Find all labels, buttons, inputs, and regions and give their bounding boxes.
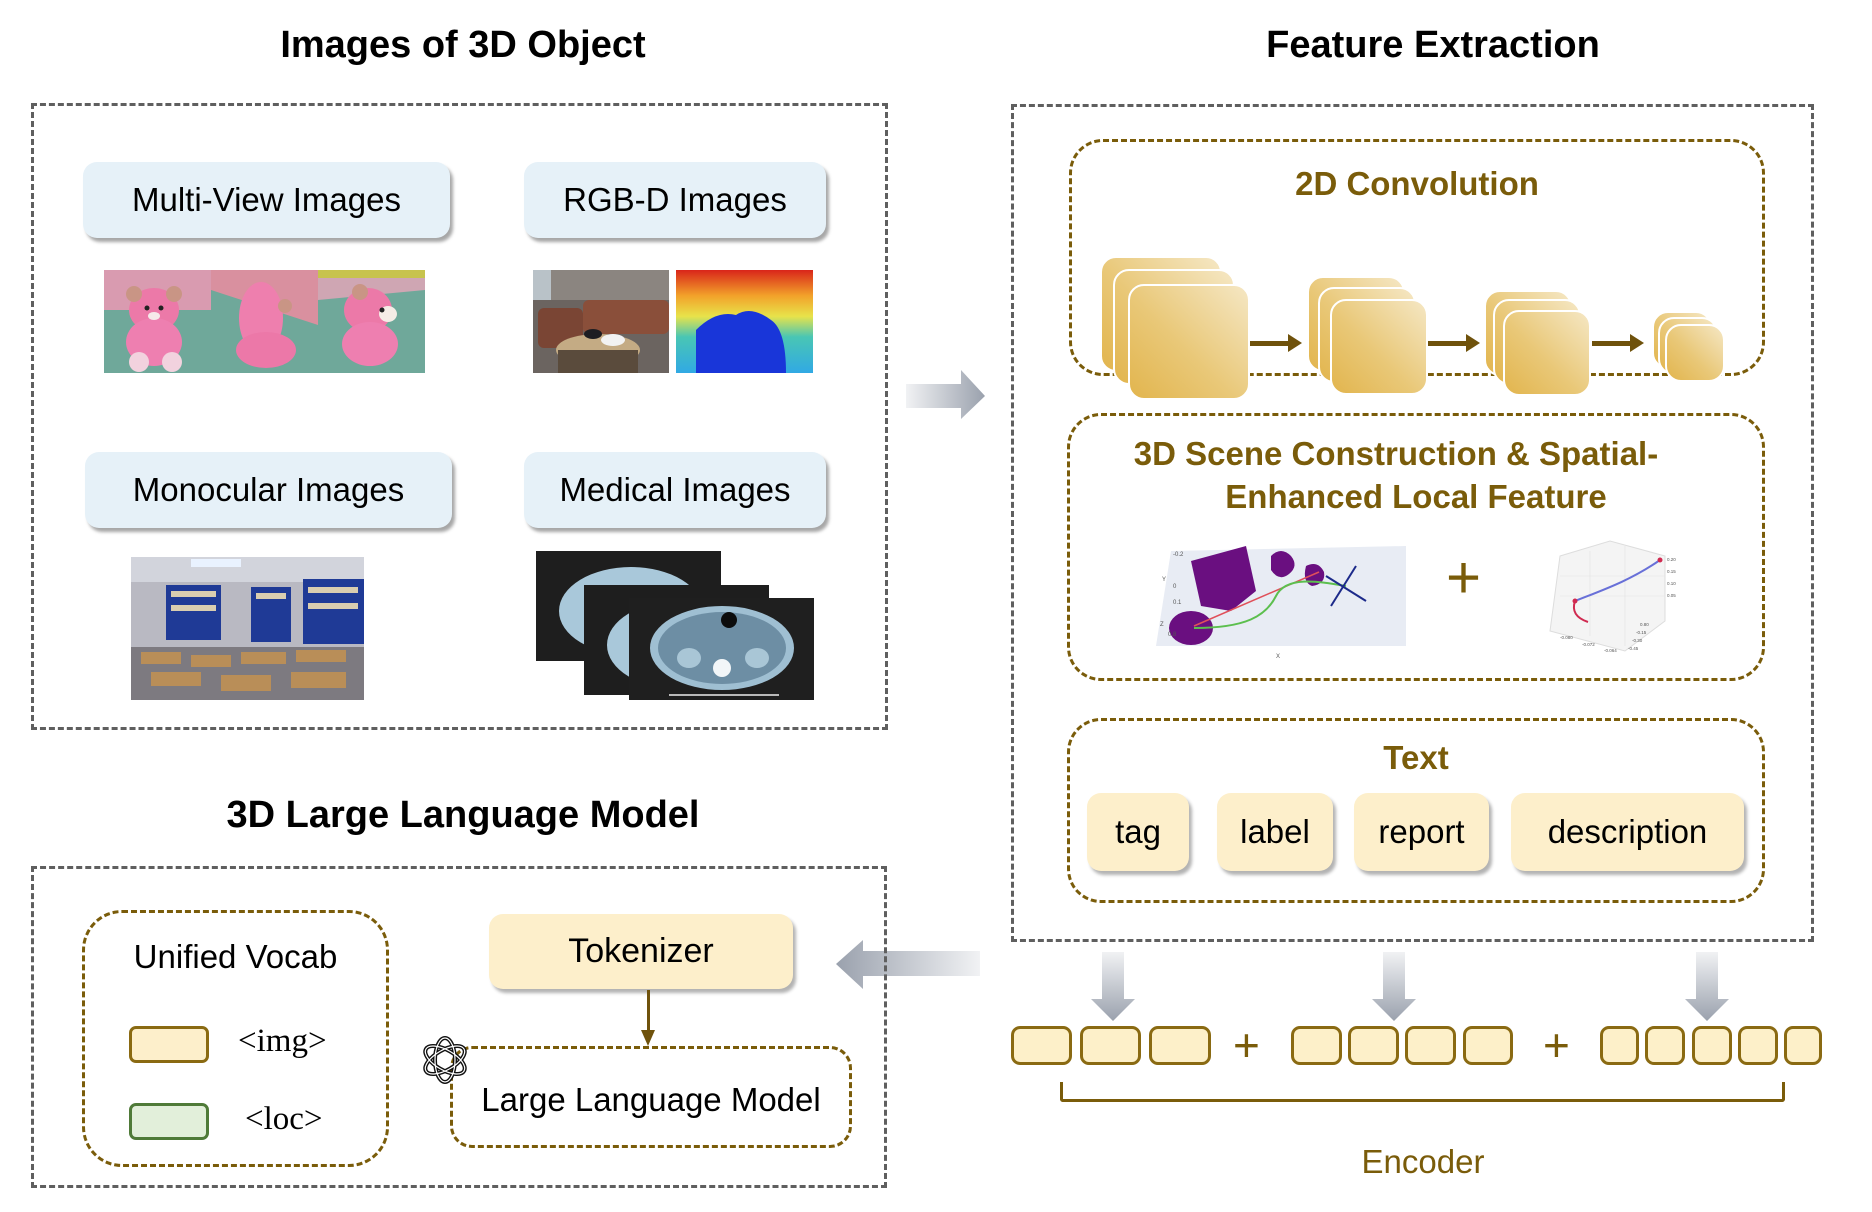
scene-plot1-axis-label: Y xyxy=(1162,577,1166,583)
encoder-token xyxy=(1080,1026,1141,1065)
encoder-token xyxy=(1692,1026,1732,1065)
left-arrow-icon xyxy=(836,940,980,989)
conv-arrow-icon xyxy=(1250,334,1302,352)
rgb-room-image xyxy=(533,270,669,373)
text-chip-report: report xyxy=(1354,793,1489,871)
encoder-token xyxy=(1600,1026,1639,1065)
monocular-label: Monocular Images xyxy=(85,452,452,528)
text-chip-description: description xyxy=(1511,793,1744,871)
img-token-swatch xyxy=(129,1026,209,1063)
tokenizer-box: Tokenizer xyxy=(489,914,793,989)
scene-plot1-tick: 0 xyxy=(1173,584,1177,590)
scene-3d-plot: -0.2 0 0.1 0.8 Y Z X xyxy=(1156,546,1406,660)
depth-map-image xyxy=(676,270,813,373)
unified-vocab-title: Unified Vocab xyxy=(133,938,338,975)
scene-plot1-tick: -0.2 xyxy=(1173,552,1184,558)
feature-map xyxy=(1330,299,1428,395)
scene-plot2-tick: -0.064 xyxy=(1604,648,1617,653)
scene-plot2-tick: -0.072 xyxy=(1582,642,1595,647)
conv-arrow-icon xyxy=(1428,334,1480,352)
down-arrow-icon xyxy=(1685,952,1729,1021)
llm-panel xyxy=(31,866,887,1188)
ct-slice xyxy=(629,598,814,700)
loc-token-swatch xyxy=(129,1103,209,1140)
medical-label: Medical Images xyxy=(524,452,826,528)
llm-model-box xyxy=(450,1046,852,1148)
scene-plot2-tick: 0.20 xyxy=(1667,557,1676,562)
feature-extraction-panel xyxy=(1011,104,1814,942)
encoder-token xyxy=(1784,1026,1822,1065)
tokenizer-arrow-head-icon xyxy=(641,1030,655,1046)
scene-plot2-tick: -0.45 xyxy=(1628,646,1639,651)
tokenizer-arrow-shaft xyxy=(647,990,650,1032)
text-panel xyxy=(1067,718,1765,903)
rgbd-label: RGB-D Images xyxy=(524,162,826,238)
text-chip-tag: tag xyxy=(1087,793,1189,871)
text-title: Text xyxy=(1383,739,1449,776)
scene-title-line2: Enhanced Local Feature xyxy=(1225,477,1607,515)
scene-plot1-axis-label: X xyxy=(1276,654,1280,660)
conv-title: 2D Convolution xyxy=(1295,165,1539,202)
images-panel xyxy=(31,103,888,730)
scene-plot2-tick: -0.080 xyxy=(1560,635,1573,640)
scene-plot1-axis-label: Z xyxy=(1160,622,1164,628)
trajectory-3d-plot: 0.20 0.15 0.10 0.05 -0.080 -0.072 -0.064… xyxy=(1549,540,1676,653)
scene-plot2-tick: 0.10 xyxy=(1667,581,1676,586)
openai-logo-icon xyxy=(423,1036,467,1084)
conv-arrow-icon xyxy=(1592,334,1644,352)
feature-map xyxy=(1503,310,1591,396)
right-arrow-icon xyxy=(906,370,985,419)
unified-vocab-panel xyxy=(82,910,389,1167)
encoder-token xyxy=(1645,1026,1685,1065)
scene-plot2-tick: 0.15 xyxy=(1667,569,1676,574)
encoder-token xyxy=(1405,1026,1456,1065)
scene-panel xyxy=(1067,413,1765,681)
scene-plot2-tick: -0.30 xyxy=(1632,638,1643,643)
feature-map xyxy=(1128,284,1250,400)
images-section-title: Images of 3D Object xyxy=(280,24,646,66)
encoder-label: Encoder xyxy=(1361,1143,1485,1180)
encoder-token xyxy=(1291,1026,1342,1065)
scene-plot1-tick: 0.1 xyxy=(1173,600,1182,606)
scene-title: 3D Scene Construction & Spatial- Enhance… xyxy=(1067,433,1765,519)
img-token-label: <img> xyxy=(238,1023,327,1059)
multi-view-image-strip xyxy=(104,270,425,373)
encoder-token xyxy=(1011,1026,1072,1065)
llm-section-title: 3D Large Language Model xyxy=(226,794,700,836)
ct-scan-stack xyxy=(536,551,816,701)
encoder-plus-icon: + xyxy=(1233,1019,1260,1071)
scene-plot2-tick: -0.15 xyxy=(1636,630,1647,635)
multi-view-label: Multi-View Images xyxy=(83,162,450,238)
feature-section-title: Feature Extraction xyxy=(1266,24,1600,66)
scene-plot2-tick: 0.80 xyxy=(1640,622,1649,627)
llm-model-label: Large Language Model xyxy=(481,1081,821,1118)
encoder-token xyxy=(1463,1026,1513,1065)
text-chip-label: label xyxy=(1217,793,1333,871)
scene-plot2-tick: 0.05 xyxy=(1667,593,1676,598)
down-arrow-icon xyxy=(1091,952,1135,1021)
scene-title-line1: 3D Scene Construction & Spatial- xyxy=(1133,435,1659,472)
down-arrow-icon xyxy=(1372,952,1416,1021)
encoder-plus-icon: + xyxy=(1543,1019,1570,1071)
encoder-token xyxy=(1149,1026,1211,1065)
classroom-image xyxy=(131,557,364,700)
encoder-bracket xyxy=(1060,1082,1785,1102)
encoder-token xyxy=(1348,1026,1399,1065)
teddy-view-back xyxy=(211,270,318,373)
teddy-view-side xyxy=(318,270,425,373)
encoder-token xyxy=(1738,1026,1778,1065)
teddy-view-front xyxy=(104,270,211,373)
scene-plot1-tick: 0.8 xyxy=(1168,632,1177,638)
loc-token-label: <loc> xyxy=(245,1101,323,1137)
feature-map xyxy=(1665,324,1725,382)
scene-plus-icon: + xyxy=(1446,544,1482,611)
